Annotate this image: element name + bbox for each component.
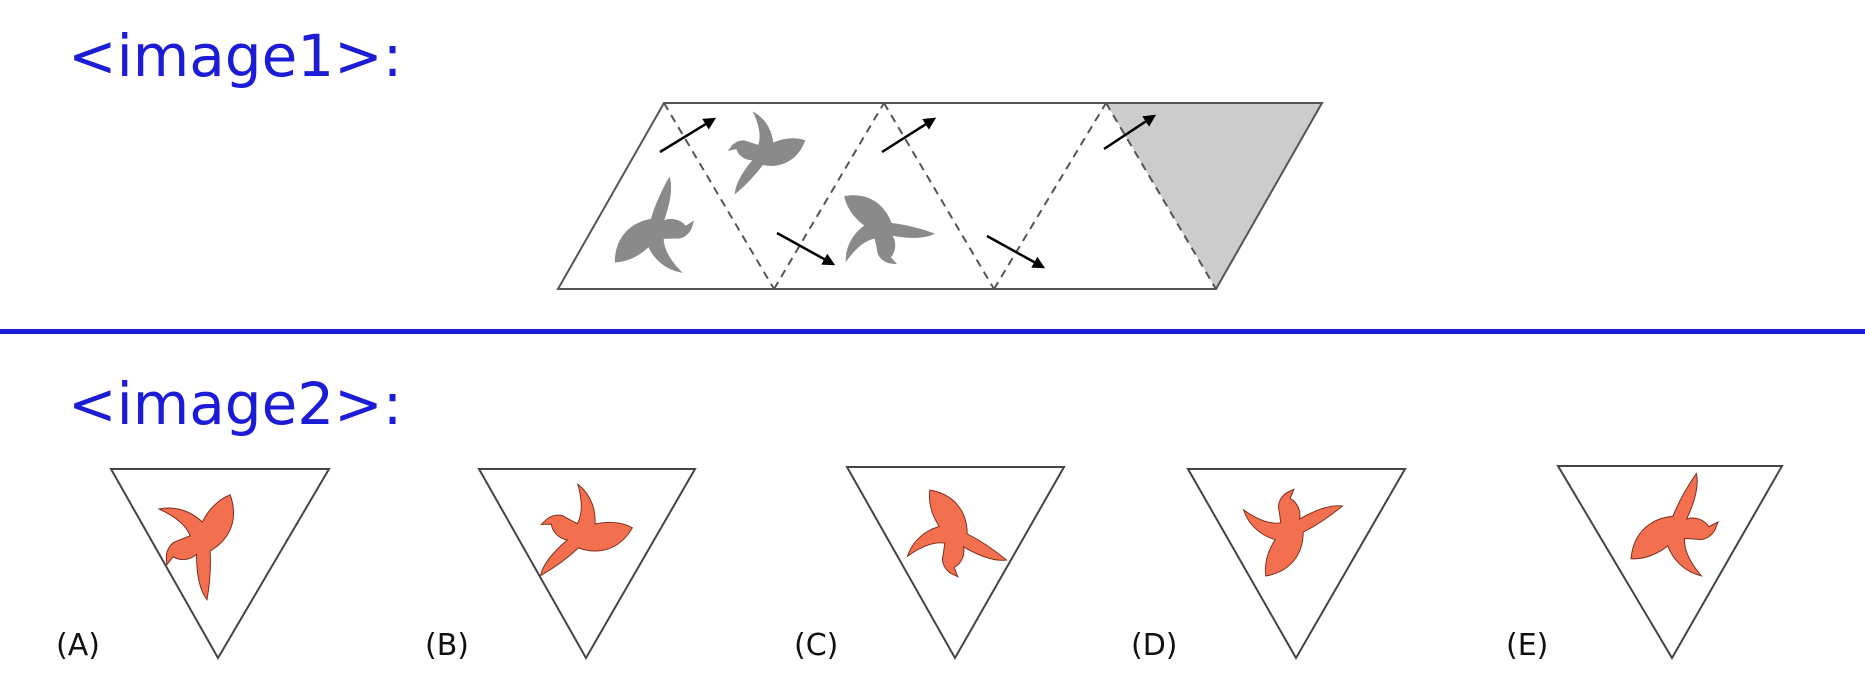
option-b[interactable]	[477, 468, 697, 661]
option-c-label: (C)	[794, 628, 839, 663]
option-d-label: (D)	[1131, 628, 1178, 663]
option-triangle	[1556, 465, 1784, 660]
arrow-icon	[659, 117, 717, 154]
option-triangle	[109, 468, 331, 661]
option-e-label: (E)	[1506, 628, 1549, 663]
kangaroo-icon	[720, 108, 809, 205]
arrow-icon	[986, 234, 1046, 269]
option-triangle	[1186, 468, 1407, 661]
kangaroo-icon	[824, 171, 941, 281]
section-divider	[0, 329, 1865, 334]
net-strip	[556, 102, 1324, 290]
arrow-icon	[776, 231, 836, 266]
shaded-cell	[1106, 103, 1322, 289]
image1-heading: <image1>:	[68, 22, 403, 90]
option-b-label: (B)	[425, 628, 469, 663]
image2-heading: <image2>:	[68, 370, 403, 438]
option-e[interactable]	[1556, 465, 1784, 660]
option-a-label: (A)	[56, 628, 100, 663]
option-triangle	[477, 468, 697, 661]
option-a[interactable]	[109, 468, 331, 661]
arrow-icon	[1103, 114, 1157, 151]
option-d[interactable]	[1186, 468, 1407, 661]
arrow-icon	[881, 117, 937, 154]
option-c[interactable]	[845, 466, 1066, 661]
kangaroo-icon	[601, 173, 703, 285]
